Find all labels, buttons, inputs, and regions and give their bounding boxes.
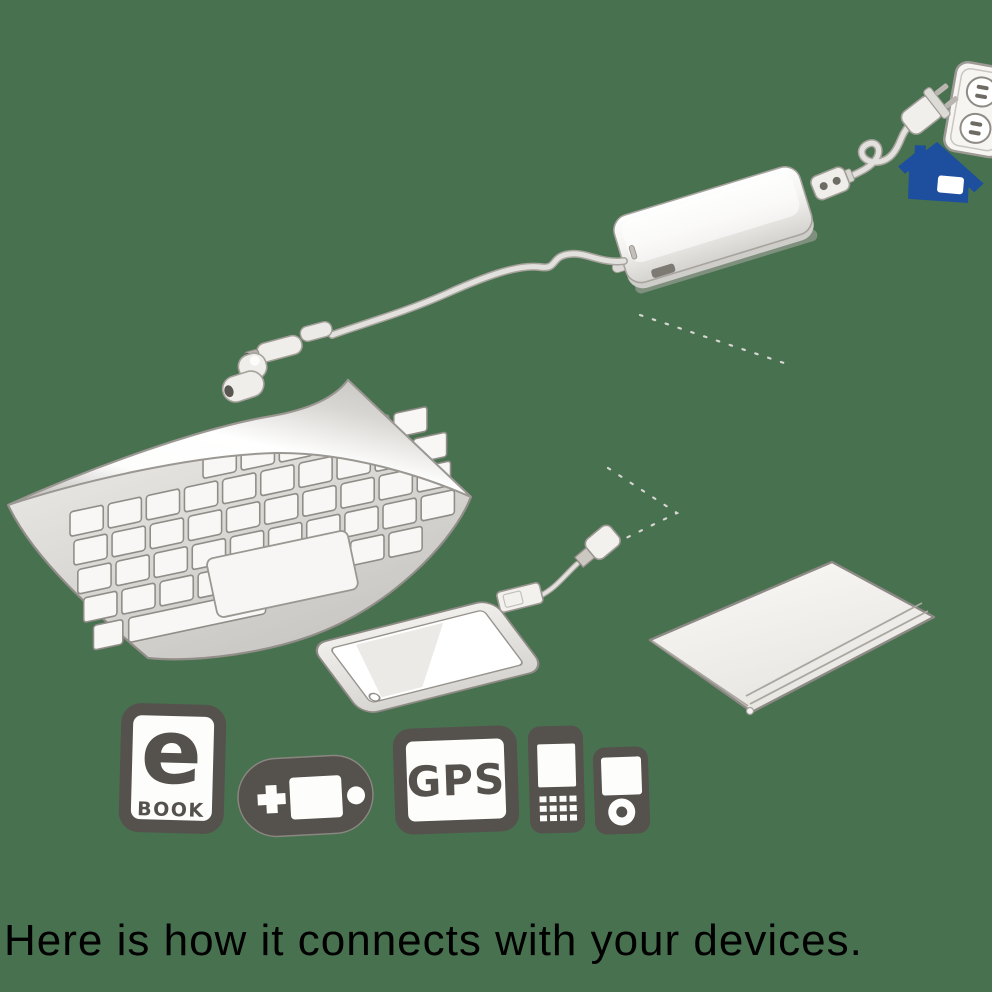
house-icon (898, 141, 984, 203)
ebook-icon: e BOOK (118, 699, 227, 834)
outlet-socket-bottom (959, 112, 992, 144)
phone-icon-screen (537, 743, 577, 788)
console-screen (289, 775, 343, 820)
ebook-letter: e (140, 699, 204, 806)
plug-prongs (934, 83, 959, 109)
dock-cable (537, 561, 580, 599)
mp3-screen (600, 756, 643, 796)
laptop (6, 378, 473, 661)
dc-tip-adapter (221, 352, 268, 403)
console-dpad-icon (257, 784, 286, 814)
dock-connector (496, 582, 544, 613)
ebook-label: BOOK (137, 798, 205, 822)
c7-connector (810, 166, 855, 201)
phone-home-button (368, 692, 381, 702)
mp3-player-icon (592, 746, 651, 835)
wall-outlet (943, 60, 992, 159)
usb-plug (573, 524, 621, 569)
cable-ferrule (299, 320, 333, 342)
pouch-zipper-pull (745, 706, 755, 716)
dotted-line-usb (606, 466, 680, 542)
gps-icon: GPS (392, 725, 520, 835)
laptop-trackpad (206, 530, 359, 618)
house-window (937, 175, 964, 195)
console-button (347, 786, 366, 805)
adapter-usb-port (651, 263, 676, 278)
power-adapter (611, 166, 818, 294)
phone-icon-keypad (539, 795, 578, 822)
dotted-line-pouch (638, 313, 792, 367)
pouch (648, 560, 936, 716)
adapter-dc-cable (328, 249, 628, 339)
laptop-lid (7, 378, 472, 506)
smartphone (315, 601, 540, 713)
outlet-socket-top (965, 76, 992, 108)
pouch-ridges (651, 602, 929, 707)
caption: Here is how it connects with your device… (4, 916, 863, 965)
mobile-phone-icon (527, 725, 586, 834)
power-cord (843, 112, 922, 182)
adapter-led-slot (628, 245, 638, 260)
game-console-icon (237, 754, 374, 838)
gps-label: GPS (406, 754, 506, 806)
power-plug (900, 83, 959, 135)
